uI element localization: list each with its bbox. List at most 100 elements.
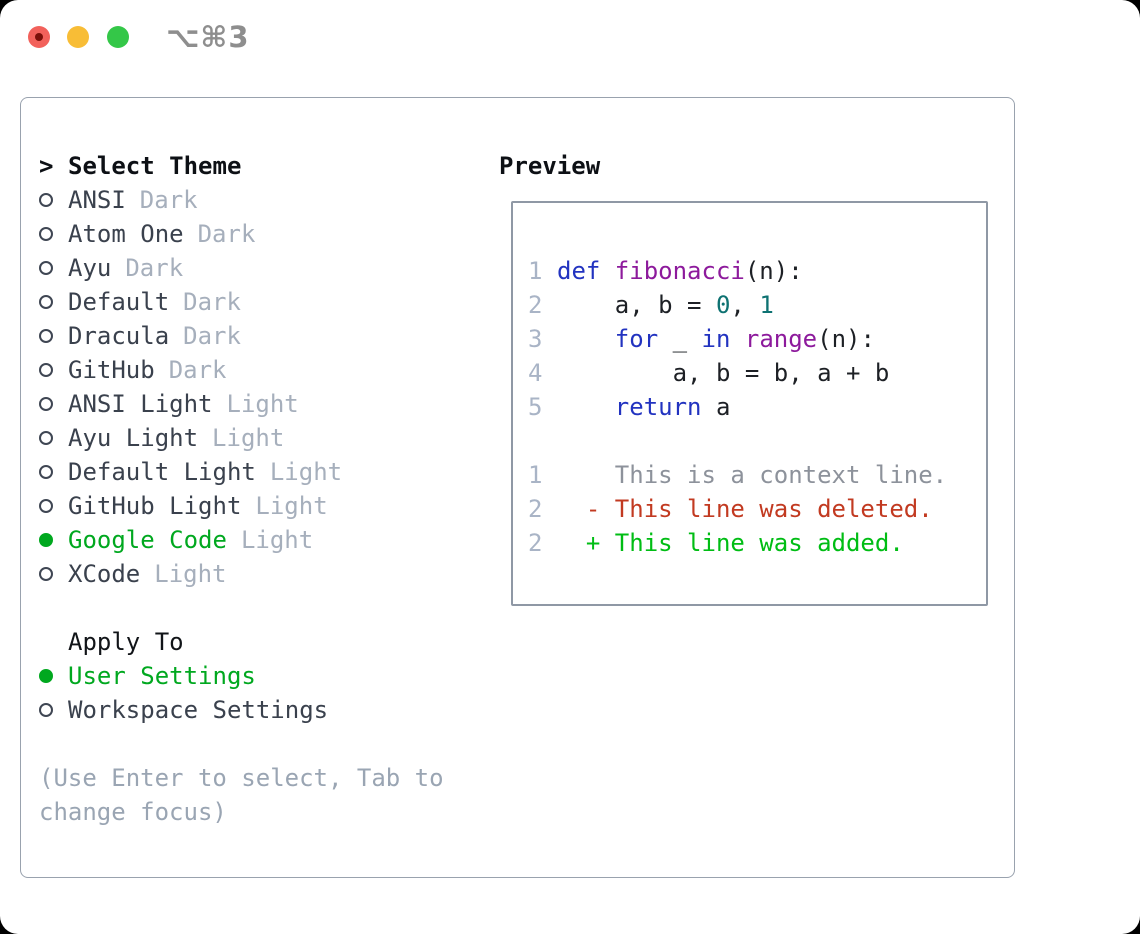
preview-code: 1 def fibonacci(n): 2 a, b = 0, 1 3 for … <box>528 254 986 560</box>
theme-option-label: Default <box>68 288 170 316</box>
apply-to-title: Apply To <box>68 628 184 656</box>
code-token: def <box>557 257 615 285</box>
code-line: 1 def fibonacci(n): <box>528 254 986 288</box>
focus-caret-icon: > <box>39 152 54 180</box>
theme-picker-panel: > Select Theme ANSI Dark Atom One Dark A… <box>20 97 1015 878</box>
theme-variant-label: Dark <box>183 322 241 350</box>
apply-to-header: Apply To <box>39 625 489 659</box>
theme-option[interactable]: ANSI Dark <box>39 183 489 217</box>
theme-option[interactable]: Ayu Dark <box>39 251 489 285</box>
theme-variant-label: Light <box>226 390 299 418</box>
code-line: 4 a, b = b, a + b <box>528 356 986 390</box>
code-line: 2 - This line was deleted. <box>528 492 986 526</box>
apply-to-option[interactable]: Workspace Settings <box>39 693 489 727</box>
radio-icon <box>39 431 53 445</box>
zoom-button[interactable] <box>107 26 129 48</box>
theme-option[interactable]: Ayu Light Light <box>39 421 489 455</box>
radio-icon <box>39 329 53 343</box>
theme-variant-label: Light <box>212 424 285 452</box>
help-text: (Use Enter to select, Tab to change focu… <box>39 764 444 826</box>
titlebar: ⌥⌘3 <box>0 0 1140 75</box>
minimize-button[interactable] <box>67 26 89 48</box>
theme-option[interactable]: Default Dark <box>39 285 489 319</box>
theme-variant-label: Light <box>154 560 227 588</box>
theme-option[interactable]: Dracula Dark <box>39 319 489 353</box>
code-token <box>557 390 615 424</box>
theme-option[interactable]: XCode Light <box>39 557 489 591</box>
select-theme-header: > Select Theme <box>39 149 489 183</box>
theme-option[interactable]: GitHub Light Light <box>39 489 489 523</box>
spacer <box>39 727 489 761</box>
line-number: 1 <box>528 461 543 489</box>
theme-option-label: Default Light <box>68 458 256 486</box>
code-token: a, b = b, a + b <box>557 359 890 387</box>
code-token <box>557 322 615 356</box>
theme-list-column: > Select Theme ANSI Dark Atom One Dark A… <box>39 149 489 829</box>
window-shortcut-label: ⌥⌘3 <box>166 20 250 54</box>
code-token: 1 <box>759 291 774 319</box>
theme-variant-label: Light <box>240 526 314 554</box>
theme-option-label: ANSI Light <box>68 390 213 418</box>
theme-option[interactable]: Default Light Light <box>39 455 489 489</box>
line-number: 5 <box>528 393 543 421</box>
preview-title: Preview <box>499 152 601 180</box>
radio-icon <box>39 363 53 377</box>
code-token: range <box>744 325 818 353</box>
theme-variant-label: Dark <box>197 220 256 248</box>
theme-variant-label: Dark <box>183 288 241 316</box>
code-token: return <box>614 393 702 421</box>
code-token: This is a context line. <box>557 461 948 489</box>
apply-to-option-label: User Settings <box>68 662 256 690</box>
code-token: fibonacci <box>614 257 745 285</box>
radio-icon <box>39 669 53 683</box>
theme-list: ANSI Dark Atom One Dark Ayu Dark Default… <box>39 183 489 591</box>
theme-option[interactable]: GitHub Dark <box>39 353 489 387</box>
apply-to-option[interactable]: User Settings <box>39 659 489 693</box>
theme-option[interactable]: ANSI Light Light <box>39 387 489 421</box>
line-number: 1 <box>528 257 543 285</box>
code-token: (n): <box>744 257 803 285</box>
spacer <box>39 591 489 625</box>
radio-icon <box>39 567 53 581</box>
theme-option[interactable]: Google Code Light <box>39 523 489 557</box>
radio-icon <box>39 703 53 717</box>
theme-variant-label: Dark <box>139 186 198 214</box>
theme-option-label: GitHub <box>68 356 155 384</box>
apply-to-list: User Settings Workspace Settings <box>39 659 489 727</box>
theme-option-label: Ayu <box>68 254 112 282</box>
radio-icon <box>39 227 53 241</box>
code-token: a, b = <box>557 291 716 319</box>
line-number: 2 <box>528 291 543 319</box>
theme-option-label: XCode <box>68 560 141 588</box>
theme-option-label: Ayu Light <box>68 424 199 452</box>
theme-variant-label: Light <box>255 492 328 520</box>
code-token: , <box>730 291 760 319</box>
radio-icon <box>39 499 53 513</box>
theme-variant-label: Dark <box>125 254 184 282</box>
code-line: 2 + This line was added. <box>528 526 986 560</box>
code-token: for <box>614 325 659 353</box>
theme-variant-label: Light <box>269 458 343 486</box>
radio-icon <box>39 295 53 309</box>
code-line: 1 This is a context line. <box>528 458 986 492</box>
code-line: 5 return a <box>528 390 986 424</box>
code-token: 0 <box>715 291 731 319</box>
code-line: 2 a, b = 0, 1 <box>528 288 986 322</box>
line-number: 4 <box>528 359 543 387</box>
code-line: 3 for _ in range(n): <box>528 322 986 356</box>
close-button[interactable] <box>28 26 50 48</box>
code-token: _ <box>658 325 702 353</box>
code-token: - This line was deleted. <box>557 495 933 523</box>
radio-icon <box>39 465 53 479</box>
theme-option-label: Dracula <box>68 322 170 350</box>
radio-icon <box>39 193 53 207</box>
line-number <box>528 424 557 458</box>
apply-to-option-label: Workspace Settings <box>68 696 329 724</box>
close-button-dot-icon <box>35 33 43 41</box>
line-number: 3 <box>528 325 543 353</box>
theme-option[interactable]: Atom One Dark <box>39 217 489 251</box>
radio-icon <box>39 397 53 411</box>
theme-variant-label: Dark <box>168 356 227 384</box>
theme-option-label: Atom One <box>68 220 184 248</box>
